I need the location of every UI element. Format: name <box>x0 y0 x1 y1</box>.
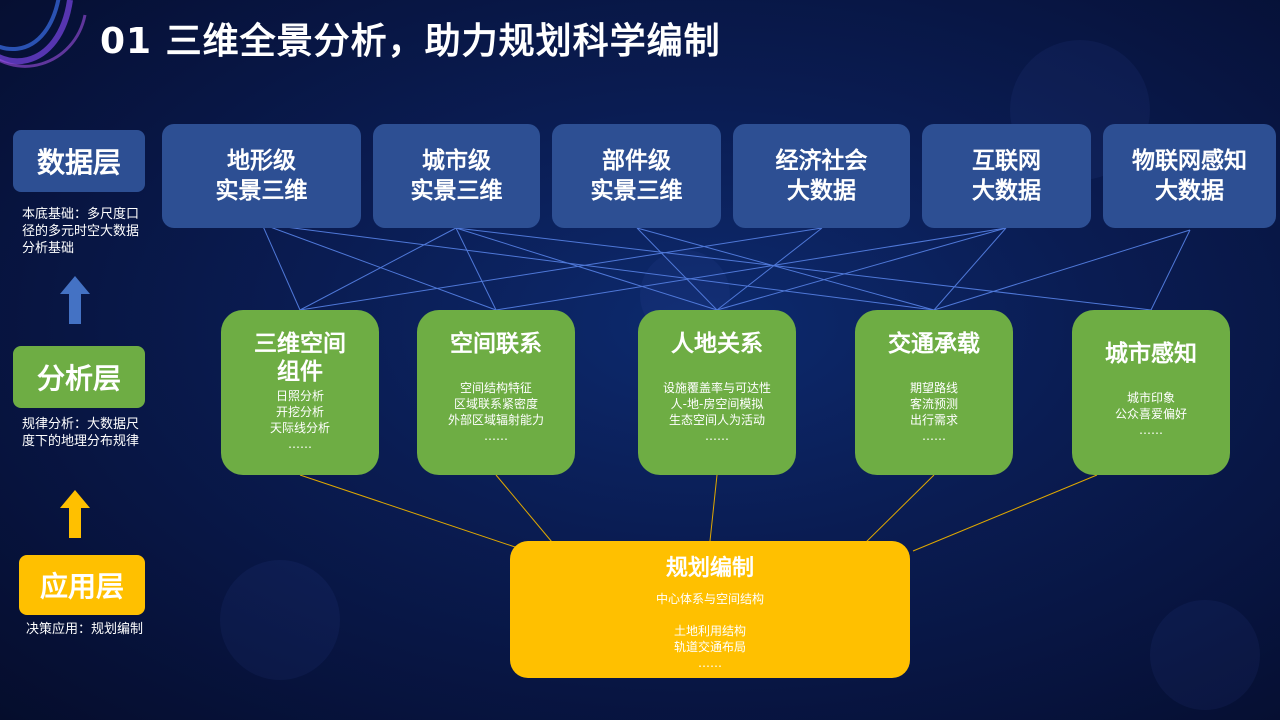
data-to-analysis-link <box>1150 229 1191 311</box>
analysis-node-city-perception: 城市感知 城市印象 公众喜爱偏好 …… <box>1072 310 1230 475</box>
data-to-analysis-link <box>933 229 1191 311</box>
analysis-to-application-link <box>299 474 519 549</box>
background-bokeh <box>1150 600 1260 710</box>
application-layer-label: 应用层 <box>19 555 145 615</box>
analysis-to-application-link <box>709 474 718 542</box>
data-node-line1: 部件级 <box>602 148 671 174</box>
analysis-item: 人-地-房空间模拟 <box>670 397 764 411</box>
application-item: 轨道交通布局 <box>673 640 746 654</box>
data-node-line2: 实景三维 <box>590 178 683 204</box>
analysis-node-title: 空间联系 <box>450 331 542 357</box>
data-node-line1: 地形级 <box>227 148 296 174</box>
analysis-to-application-link <box>912 474 1098 552</box>
application-node-planning: 规划编制 中心体系与空间结构 土地利用结构 轨道交通布局 …… <box>510 541 910 678</box>
analysis-node-title: 城市感知 <box>1105 341 1197 367</box>
data-node-line1: 物联网感知 <box>1132 148 1247 174</box>
data-node-terrain-3d: 地形级 实景三维 <box>162 124 361 228</box>
data-node-iot: 物联网感知 大数据 <box>1103 124 1276 228</box>
data-to-analysis-link <box>299 227 823 311</box>
analysis-node-title: 交通承载 <box>888 331 980 357</box>
application-item: 中心体系与空间结构 <box>655 592 764 606</box>
data-layer-label: 数据层 <box>13 130 145 192</box>
data-node-line2: 大数据 <box>787 178 856 204</box>
data-to-analysis-link <box>299 227 457 311</box>
application-item-spacer <box>510 607 910 623</box>
analysis-item: 期望路线 <box>909 381 958 395</box>
arrow-up-icon <box>60 276 90 324</box>
analysis-item: 城市印象 <box>1126 391 1175 405</box>
analysis-item: …… <box>1139 423 1163 437</box>
analysis-layer-desc: 规律分析：大数据尺度下的地理分布规律 <box>22 417 140 449</box>
data-to-analysis-link <box>261 223 301 311</box>
analysis-item: …… <box>922 429 946 443</box>
analysis-item: 外部区域辐射能力 <box>447 413 544 427</box>
analysis-item: 客流预测 <box>909 397 958 411</box>
analysis-item: 出行需求 <box>909 413 958 427</box>
data-to-analysis-link <box>933 227 1007 311</box>
arrow-up-icon <box>60 490 90 538</box>
analysis-item: …… <box>705 429 729 443</box>
analysis-node-title: 三维空间 组件 <box>254 331 346 385</box>
background-bokeh <box>220 560 340 680</box>
data-node-city-3d: 城市级 实景三维 <box>373 124 540 228</box>
application-node-title: 规划编制 <box>665 556 754 581</box>
application-item: …… <box>698 656 722 670</box>
application-layer-desc: 决策应用：规划编制 <box>26 622 144 637</box>
data-node-line2: 大数据 <box>972 178 1041 204</box>
data-to-analysis-link <box>455 227 497 311</box>
page-title: 01 三维全景分析，助力规划科学编制 <box>100 21 721 62</box>
data-to-analysis-link <box>261 223 497 311</box>
data-node-line1: 城市级 <box>422 148 491 174</box>
analysis-item: 设施覆盖率与可达性 <box>662 381 771 395</box>
analysis-item: 天际线分析 <box>269 421 330 435</box>
data-node-socioeconomic: 经济社会 大数据 <box>733 124 910 228</box>
data-to-analysis-link <box>716 227 823 311</box>
data-node-line1: 互联网 <box>972 148 1041 174</box>
analysis-node-title: 人地关系 <box>671 331 763 357</box>
data-node-internet: 互联网 大数据 <box>922 124 1091 228</box>
application-item: 土地利用结构 <box>673 624 746 638</box>
data-node-line2: 实景三维 <box>410 178 503 204</box>
analysis-layer-label: 分析层 <box>13 346 145 408</box>
analysis-to-application-link <box>859 474 935 549</box>
analysis-item: 区域联系紧密度 <box>453 397 538 411</box>
decorative-swirl <box>0 0 87 68</box>
data-node-component-3d: 部件级 实景三维 <box>552 124 721 228</box>
analysis-item: 生态空间人为活动 <box>668 413 765 427</box>
data-to-analysis-link <box>495 227 1007 311</box>
data-to-analysis-link <box>455 227 1152 311</box>
data-layer-desc: 本底基础：多尺度口径的多元时空大数据分析基础 <box>22 207 140 256</box>
data-to-analysis-link <box>636 227 935 311</box>
data-to-analysis-link <box>261 223 935 311</box>
data-to-analysis-link <box>455 227 718 311</box>
data-to-analysis-link <box>716 227 1007 311</box>
data-node-line2: 大数据 <box>1155 178 1224 204</box>
analysis-item: …… <box>484 429 508 443</box>
analysis-node-3d-space: 三维空间 组件 日照分析 开挖分析 天际线分析 …… <box>221 310 379 475</box>
analysis-item: …… <box>288 437 312 451</box>
analysis-item: 空间结构特征 <box>459 381 532 395</box>
data-node-line1: 经济社会 <box>775 148 868 174</box>
analysis-item: 日照分析 <box>275 389 324 403</box>
data-to-analysis-link <box>636 227 718 311</box>
data-node-line2: 实景三维 <box>215 178 308 204</box>
analysis-node-traffic: 交通承载 期望路线 客流预测 出行需求 …… <box>855 310 1013 475</box>
analysis-to-application-link <box>495 474 558 549</box>
analysis-node-spatial-link: 空间联系 空间结构特征 区域联系紧密度 外部区域辐射能力 …… <box>417 310 575 475</box>
analysis-item: 开挖分析 <box>275 405 324 419</box>
analysis-item: 公众喜爱偏好 <box>1114 407 1187 421</box>
analysis-node-human-land: 人地关系 设施覆盖率与可达性 人-地-房空间模拟 生态空间人为活动 …… <box>638 310 796 475</box>
